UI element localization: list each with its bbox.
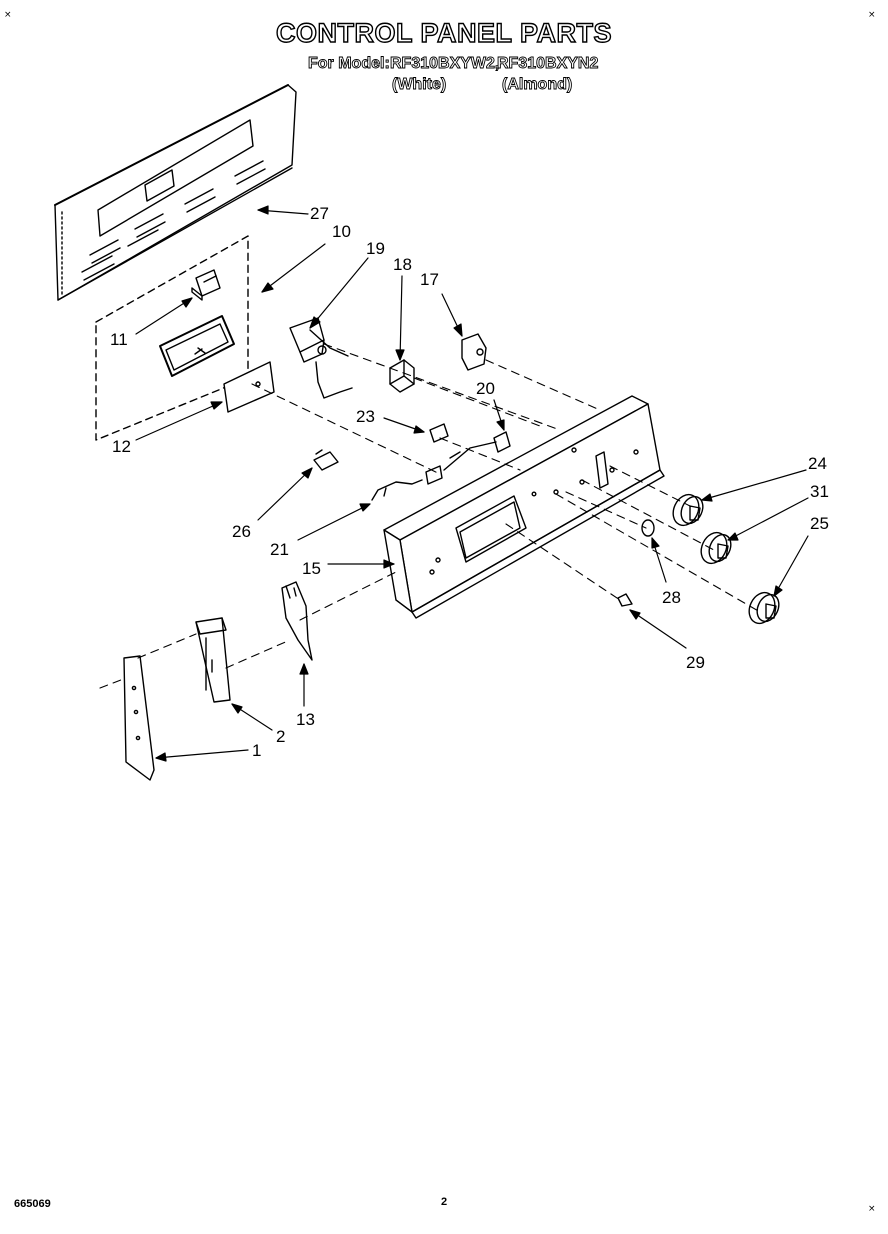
part-26-clip: [313, 449, 339, 471]
corner-mark-top-left: ×: [4, 10, 12, 20]
callout-10: 10: [332, 222, 351, 241]
part-15-control-panel: [383, 395, 665, 619]
model-number-white: RF310BXYW2,: [390, 55, 500, 73]
page-number: 2: [441, 1196, 448, 1208]
page-title: CONTROL PANEL PARTS: [275, 17, 613, 48]
callout-24: 24: [808, 454, 827, 473]
callout-28: 28: [662, 588, 681, 607]
corner-mark-bottom-right: ×: [868, 1204, 876, 1214]
callout-20: 20: [476, 379, 495, 398]
callout-25: 25: [810, 514, 829, 533]
part-21-wire-harness: [371, 441, 497, 501]
assembly-lines: [99, 343, 761, 689]
part-20-connector: [493, 431, 511, 453]
part-11-bracket: [191, 269, 221, 301]
model-prefix: For Model:: [308, 55, 391, 73]
color-white-label: (White): [392, 76, 447, 94]
callout-21: 21: [270, 540, 289, 559]
callout-19: 19: [366, 239, 385, 258]
part-23-connector: [429, 423, 449, 443]
part-lamp-frame: [159, 315, 235, 377]
part-28-button: [641, 519, 655, 537]
callout-18: 18: [393, 255, 412, 274]
callout-11: 11: [110, 330, 128, 349]
callout-leaders: [135, 205, 809, 762]
part-1-side-panel: [123, 655, 155, 781]
callout-15: 15: [302, 559, 321, 578]
callout-1: 1: [252, 741, 261, 760]
part-13-end-cap: [281, 581, 313, 661]
part-12-window: [223, 361, 275, 413]
callout-13: 13: [296, 710, 315, 729]
callout-labels: 27 10 19 18 17 11 20 23 12 24 31 25 26 2…: [110, 204, 829, 760]
callout-27: 27: [310, 204, 329, 223]
callout-23: 23: [356, 407, 375, 426]
callout-31: 31: [810, 482, 829, 501]
callout-26: 26: [232, 522, 251, 541]
part-29-indicator: [617, 593, 633, 607]
part-2-bracket: [195, 617, 231, 703]
part-27-rear-panel: [54, 84, 297, 301]
part-17-selector-switch: [461, 333, 487, 371]
part-19-timer: [289, 317, 353, 399]
color-almond-label: (Almond): [502, 76, 573, 94]
callout-29: 29: [686, 653, 705, 672]
part-24-knob: [672, 493, 704, 527]
part-31-knob: [700, 531, 732, 565]
callout-12: 12: [112, 437, 131, 456]
corner-mark-top-right: ×: [868, 10, 876, 20]
callout-17: 17: [420, 270, 439, 289]
part-18-switch: [389, 359, 415, 393]
document-number: 665069: [14, 1198, 51, 1210]
part-25-knob: [748, 591, 780, 625]
model-number-almond: RF310BXYN2: [497, 55, 599, 73]
callout-2: 2: [276, 727, 285, 746]
